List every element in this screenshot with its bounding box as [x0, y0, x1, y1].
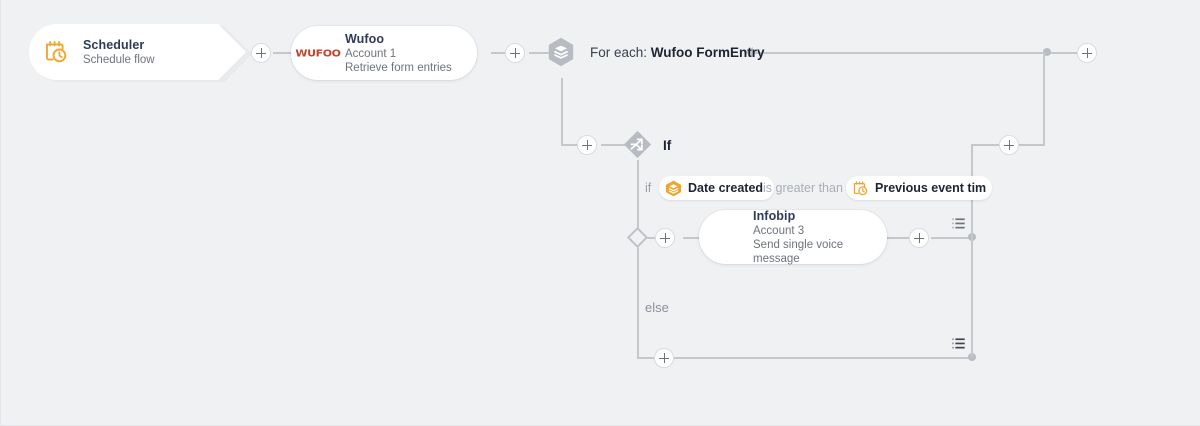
loop-prefix: For each:: [590, 45, 651, 60]
wufoo-action: Retrieve form entries: [345, 61, 452, 74]
else-branch-menu-icon[interactable]: [952, 336, 965, 349]
wire-loop-to-if: [561, 144, 577, 146]
wire-loop-to-if-b: [601, 144, 625, 146]
else-label: else: [645, 300, 669, 315]
token-date-created[interactable]: Date created: [659, 176, 775, 200]
wufoo-logo-icon: WUFOO: [291, 47, 345, 60]
token-previous-event-time[interactable]: Previous event tim: [846, 176, 993, 200]
wire-loop-down: [561, 78, 563, 146]
node-scheduler[interactable]: Scheduler Schedule flow: [29, 24, 246, 80]
loop-item: Wufoo FormEntry: [650, 45, 765, 60]
infobip-node-text: Infobip Account 3 Send single voice mess…: [753, 209, 887, 266]
wire-loop-return-top: [745, 52, 1077, 54]
wire-return-up: [1043, 52, 1045, 144]
scheduler-node-text: Scheduler Schedule flow: [83, 38, 173, 67]
wire-if-branch-to-infobip-b: [683, 237, 699, 239]
if-label: If: [663, 138, 672, 153]
wufoo-wordmark: WUFOO: [295, 47, 341, 59]
wire-infobip-out: [887, 237, 909, 239]
wire-scheduler-to-wufoo-b: [273, 52, 291, 54]
loop-hexagon-icon[interactable]: [548, 37, 574, 67]
wire-loop-return-far: [1051, 52, 1077, 54]
scheduler-title: Scheduler: [83, 37, 145, 52]
wire-wufoo-to-loop: [491, 52, 505, 54]
wire-infobip-out-b: [931, 237, 973, 239]
infobip-title: Infobip: [753, 208, 796, 223]
layers-hexagon-icon: [665, 180, 682, 197]
wufoo-account: Account 1: [345, 47, 397, 60]
if-branch-menu-icon[interactable]: [952, 216, 965, 229]
calendar-clock-icon: [29, 39, 83, 65]
loop-label: For each: Wufoo FormEntry: [590, 45, 765, 60]
wire-else-branch: [637, 357, 655, 359]
wire-collector-to-return: [971, 144, 999, 146]
if-keyword: if: [645, 181, 652, 195]
condition-operator: is greater than: [763, 181, 843, 195]
add-step-after-wufoo[interactable]: [505, 43, 525, 63]
wufoo-node-text: Wufoo Account 1 Retrieve form entries: [345, 32, 470, 75]
token-previous-event-time-label: Previous event tim: [875, 181, 987, 195]
infobip-account: Account 3: [753, 224, 805, 237]
wire-branch-collector: [971, 144, 973, 357]
infobip-action: Send single voice message: [753, 238, 844, 265]
wire-wufoo-to-loop-b: [529, 52, 549, 54]
node-wufoo[interactable]: WUFOO Wufoo Account 1 Retrieve form entr…: [291, 26, 477, 80]
scheduler-subtitle: Schedule flow: [83, 53, 155, 66]
add-step-if-branch[interactable]: [655, 228, 675, 248]
if-branch-merge-diamond[interactable]: [626, 226, 649, 249]
arrow-left-icon: [745, 47, 753, 57]
add-step-else-branch[interactable]: [654, 348, 674, 368]
token-date-created-label: Date created: [688, 181, 764, 195]
add-step-before-if[interactable]: [577, 135, 597, 155]
wire-else-branch-b: [674, 357, 973, 359]
if-diamond-icon[interactable]: [623, 130, 652, 164]
wire-if-branch-to-infobip: [645, 237, 655, 239]
junction-top-right: [1043, 48, 1051, 56]
add-step-after-scheduler[interactable]: [251, 43, 271, 63]
wire-if-spine: [637, 160, 639, 358]
add-step-after-infobip[interactable]: [909, 228, 929, 248]
node-infobip[interactable]: Infobip Account 3 Send single voice mess…: [699, 209, 887, 266]
add-step-after-loop[interactable]: [1077, 43, 1097, 63]
calendar-clock-outline-icon: [852, 180, 869, 197]
wire-collector-to-return-b: [1019, 144, 1045, 146]
add-step-branch-join[interactable]: [999, 135, 1019, 155]
junction-else-branch-end: [968, 353, 976, 361]
wufoo-title: Wufoo: [345, 31, 385, 46]
